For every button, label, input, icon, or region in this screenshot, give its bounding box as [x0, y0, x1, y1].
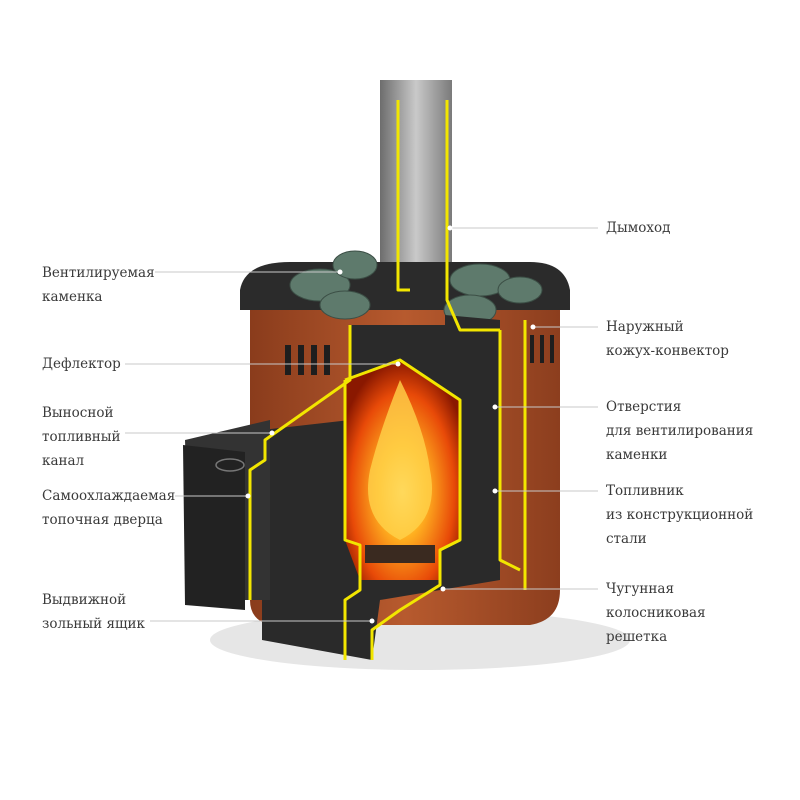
leader-lines [125, 227, 598, 622]
door-logo [215, 458, 245, 472]
leader-dots [245, 225, 536, 624]
door [183, 445, 245, 610]
stones [289, 250, 543, 326]
vent-slots [285, 335, 554, 375]
label-chimney: Дымоход [606, 220, 671, 236]
grate [365, 545, 435, 563]
flame [368, 380, 432, 540]
label-deflector: Дефлектор [42, 356, 121, 372]
section-outline [248, 100, 527, 660]
